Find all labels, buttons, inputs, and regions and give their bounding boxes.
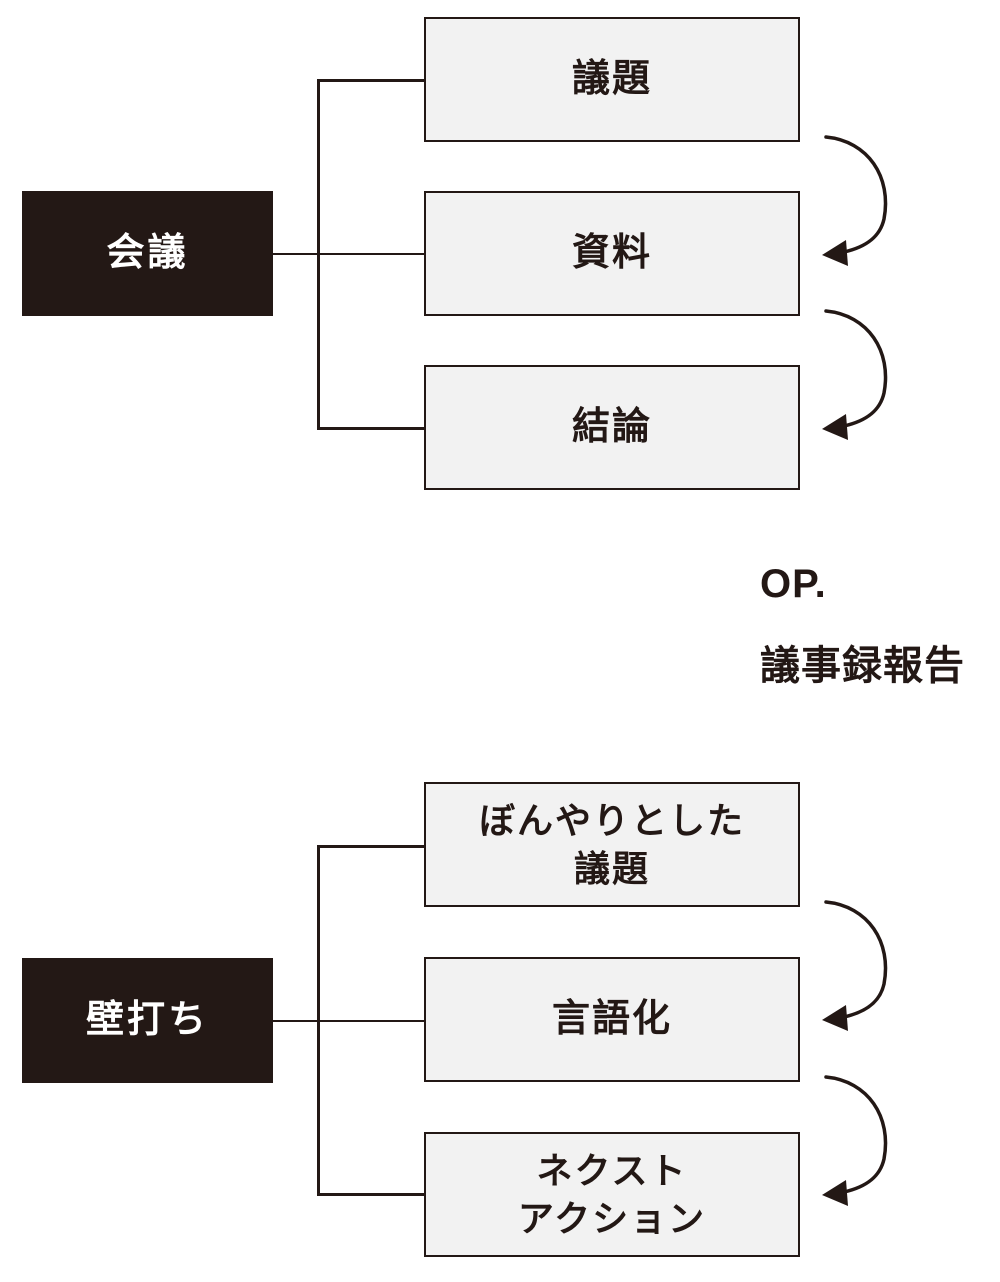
connector-stem-kabeuchi: [273, 1019, 319, 1022]
leaf-node-vague-topic[interactable]: ぼんやりとした 議題: [424, 782, 800, 907]
arrow-materials-to-conclusion: [822, 309, 888, 440]
leaf-node-agenda[interactable]: 議題: [424, 17, 800, 142]
connector-branch-meeting-2: [317, 252, 425, 255]
leaf-node-verbalize[interactable]: 言語化: [424, 957, 800, 1082]
leaf-node-materials-label: 資料: [571, 231, 652, 274]
leaf-node-next-action-label: ネクスト アクション: [518, 1147, 706, 1242]
connector-branch-kabeuchi-1: [317, 845, 425, 848]
connector-stem-meeting: [273, 252, 319, 255]
root-node-meeting[interactable]: 会議: [22, 191, 273, 316]
root-node-kabeuchi[interactable]: 壁打ち: [22, 958, 273, 1083]
leaf-node-vague-topic-line-1: ぼんやりとした: [478, 799, 745, 841]
leaf-node-next-action[interactable]: ネクスト アクション: [424, 1132, 800, 1257]
arrow-vague-topic-to-verbalize: [822, 900, 888, 1031]
arrow-agenda-to-materials: [822, 135, 888, 266]
connector-branch-meeting-1: [317, 79, 425, 82]
leaf-node-conclusion-label: 結論: [571, 405, 652, 448]
connector-branch-kabeuchi-3: [317, 1193, 425, 1196]
connector-branch-meeting-3: [317, 427, 425, 430]
caption-line-1: OP.: [760, 562, 827, 606]
leaf-node-materials[interactable]: 資料: [424, 191, 800, 316]
arrow-verbalize-to-next-action: [822, 1075, 888, 1206]
caption-minutes-report: OP. 議事録報告: [760, 525, 965, 725]
root-node-kabeuchi-label: 壁打ち: [85, 998, 209, 1041]
root-node-meeting-label: 会議: [106, 231, 189, 274]
leaf-node-conclusion[interactable]: 結論: [424, 365, 800, 490]
leaf-node-next-action-line-1: ネクスト: [536, 1149, 688, 1191]
leaf-node-next-action-line-2: アクション: [517, 1197, 707, 1239]
connector-branch-kabeuchi-2: [317, 1019, 425, 1022]
leaf-node-agenda-label: 議題: [571, 57, 652, 100]
leaf-node-verbalize-label: 言語化: [551, 997, 672, 1040]
leaf-node-vague-topic-label: ぼんやりとした 議題: [479, 797, 745, 892]
caption-line-2: 議事録報告: [760, 644, 965, 688]
leaf-node-vague-topic-line-2: 議題: [573, 847, 650, 889]
